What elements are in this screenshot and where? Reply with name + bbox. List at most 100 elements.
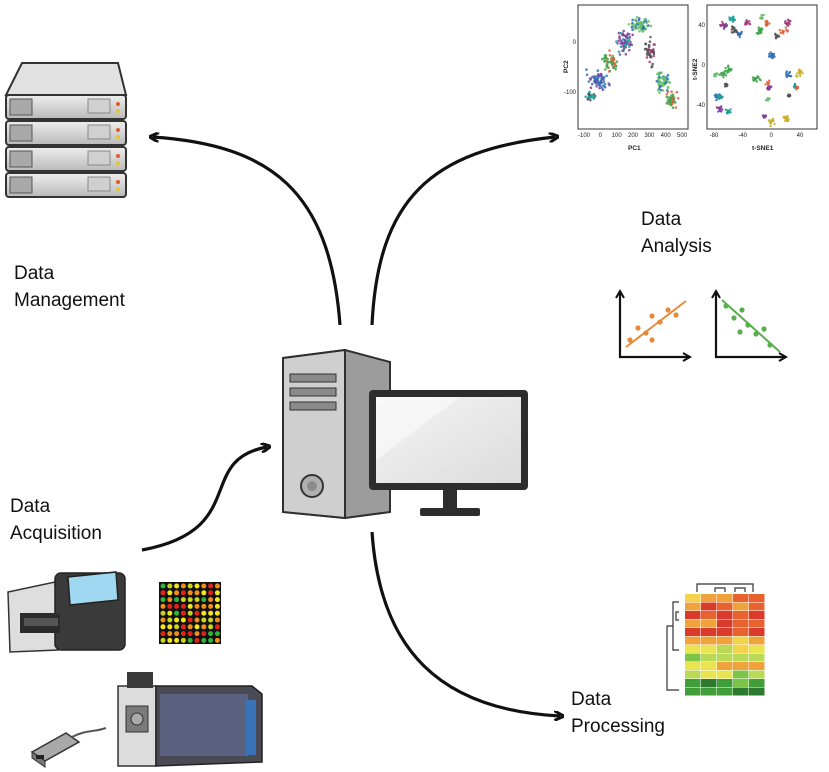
heatmap-cell bbox=[717, 619, 733, 628]
scatter-point bbox=[651, 62, 654, 66]
positive-regression-icon bbox=[615, 288, 693, 362]
microarray-dot bbox=[187, 610, 193, 616]
heatmap-cell bbox=[717, 602, 733, 611]
scatter-point bbox=[617, 39, 621, 43]
scatter-point bbox=[631, 33, 634, 37]
microarray-dot bbox=[167, 617, 173, 623]
heatmap-cell bbox=[701, 645, 717, 653]
scatter-point bbox=[760, 29, 763, 32]
microarray-dot bbox=[160, 603, 166, 609]
scatter-point bbox=[630, 25, 634, 29]
scatter-point bbox=[795, 72, 799, 75]
microarray-dot bbox=[180, 637, 186, 643]
microarray-dot bbox=[174, 631, 180, 637]
scatter-point bbox=[723, 85, 727, 88]
scatter-point bbox=[748, 23, 752, 26]
scatter-point bbox=[602, 80, 606, 83]
scatter-point bbox=[631, 23, 634, 27]
microarray-dot bbox=[180, 631, 186, 637]
scatter-point bbox=[599, 84, 602, 88]
microarray-dot bbox=[180, 590, 186, 596]
scatter-point bbox=[646, 53, 649, 57]
heatmap-cell bbox=[733, 662, 749, 670]
scatter-point bbox=[800, 69, 803, 73]
server-unit bbox=[5, 120, 127, 146]
scatter-point bbox=[588, 90, 591, 94]
scatter-point bbox=[608, 54, 612, 57]
scatter-point bbox=[647, 24, 650, 27]
clustered-heatmap-icon bbox=[666, 583, 765, 696]
scatter-point bbox=[653, 43, 656, 46]
scatter-point bbox=[631, 18, 634, 22]
microarray-dot bbox=[167, 583, 173, 589]
scatter-point bbox=[755, 80, 758, 83]
scatter-point bbox=[719, 106, 722, 109]
sequencer-instrument-icon bbox=[7, 571, 126, 653]
microarray-dot bbox=[167, 624, 173, 630]
scatter-point bbox=[625, 39, 629, 42]
scatter-point bbox=[609, 60, 613, 64]
microarray-dot bbox=[174, 637, 180, 643]
microarray-dot bbox=[174, 617, 180, 623]
scatter-point bbox=[759, 79, 762, 82]
microarray-dot bbox=[160, 631, 166, 637]
scatter-point bbox=[715, 98, 718, 102]
tick-label: -100 bbox=[564, 90, 577, 96]
scatter-point bbox=[771, 56, 774, 60]
microarray-dot bbox=[214, 583, 220, 589]
heatmap-cell bbox=[717, 628, 733, 636]
scatter-point bbox=[626, 32, 630, 35]
scatter-point bbox=[617, 50, 621, 54]
scatter-point bbox=[659, 84, 662, 88]
microarray-dot bbox=[214, 617, 220, 623]
scatter-point bbox=[766, 87, 769, 90]
heatmap-cell bbox=[685, 594, 701, 602]
heatmap-cell bbox=[701, 687, 717, 696]
heatmap-cell bbox=[717, 594, 733, 602]
scatter-point bbox=[658, 81, 662, 84]
scatter-point bbox=[650, 65, 654, 68]
microarray-dot bbox=[160, 624, 166, 630]
scatter-point bbox=[661, 89, 665, 92]
scatter-point bbox=[597, 74, 601, 77]
microarray-dot bbox=[194, 583, 200, 589]
scatter-point bbox=[787, 74, 790, 78]
scatter-point bbox=[722, 76, 725, 79]
microarray-dot bbox=[214, 624, 220, 630]
scatter-point bbox=[724, 22, 728, 26]
scatter-point bbox=[615, 60, 619, 63]
scatter-point bbox=[619, 45, 623, 48]
scatter-point bbox=[590, 82, 594, 86]
label-line: Management bbox=[14, 290, 125, 311]
scatter-point bbox=[799, 74, 802, 78]
scatter-point bbox=[587, 80, 591, 83]
scatter-point bbox=[785, 70, 788, 73]
scatter-point bbox=[718, 93, 721, 97]
arrow-to-analysis bbox=[370, 137, 555, 326]
scatter-point bbox=[770, 54, 774, 58]
pca-ylabel: PC2 bbox=[563, 60, 570, 73]
scatter-point bbox=[624, 34, 628, 38]
scatter-point bbox=[645, 47, 648, 51]
scatter-point bbox=[801, 72, 804, 75]
microarray-dot bbox=[160, 617, 166, 623]
microarray-dot bbox=[167, 597, 173, 603]
microarray-dot bbox=[194, 617, 200, 623]
microarray-dot bbox=[187, 603, 193, 609]
label-line: Acquisition bbox=[10, 523, 102, 544]
heatmap-cell bbox=[685, 662, 701, 670]
scatter-point bbox=[751, 76, 755, 79]
scatter-point bbox=[779, 31, 782, 35]
microarray-dots bbox=[160, 583, 220, 643]
heatmap-cell bbox=[701, 653, 717, 662]
scatter-point bbox=[784, 21, 787, 25]
tick-label: 40 bbox=[698, 23, 705, 29]
scatter-point bbox=[674, 106, 678, 109]
scatter-point bbox=[718, 96, 721, 99]
scatter-point bbox=[660, 71, 663, 74]
scatter-point bbox=[601, 57, 604, 61]
scatter-point bbox=[606, 60, 610, 64]
scatter-point bbox=[619, 31, 622, 35]
scatter-point bbox=[769, 124, 772, 128]
